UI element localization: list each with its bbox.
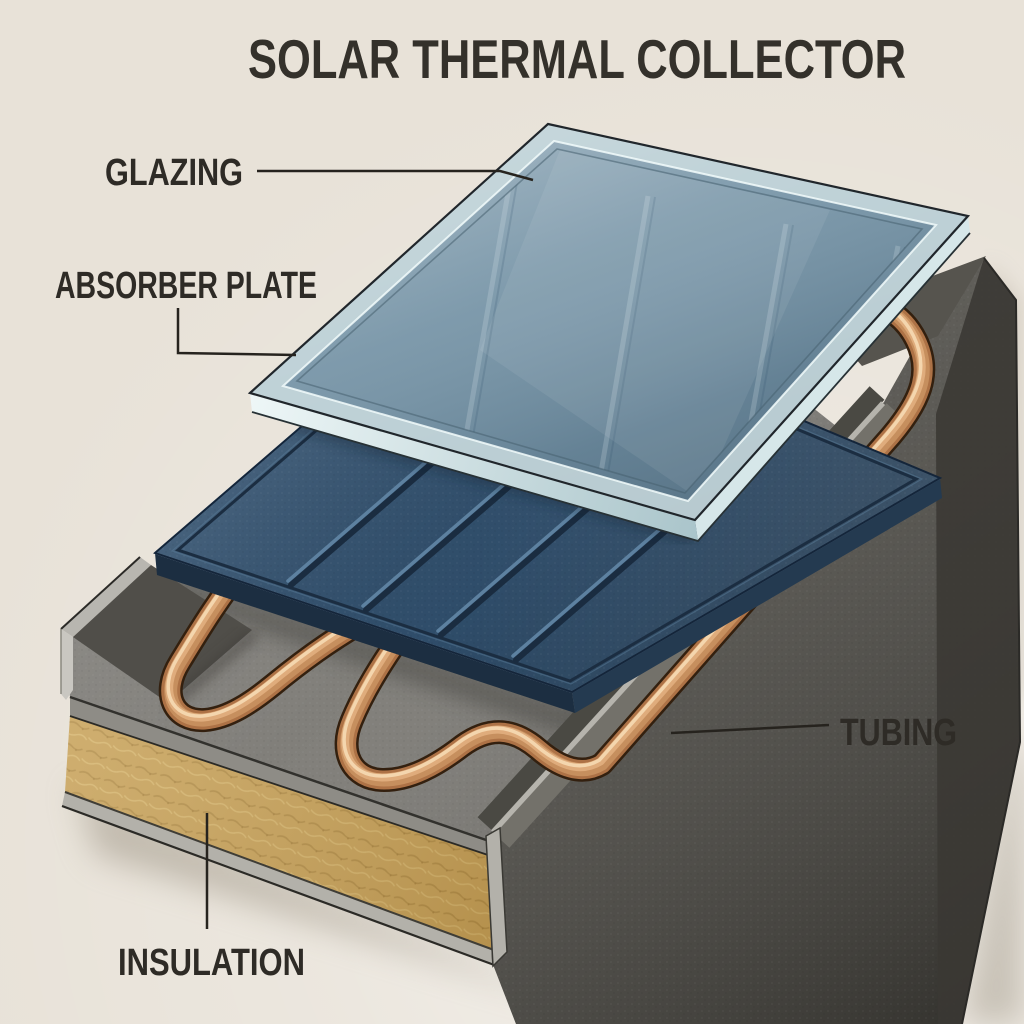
casing-bottom-trim (62, 792, 497, 966)
absorber-plate-leader-line (176, 308, 297, 357)
absorber-side-right (572, 478, 942, 713)
copper-tubing (158, 289, 936, 792)
glass-shading (250, 124, 968, 520)
tubing-u-bend-1 (158, 544, 394, 733)
casing-end-face (936, 258, 1020, 1024)
glass-bottom-outline (251, 232, 971, 543)
tubing-label: TUBING (840, 712, 957, 754)
glazing-leader-line (257, 169, 534, 182)
casing-outline (961, 257, 1022, 1024)
glazing-label: GLAZING (105, 152, 243, 194)
tubing-u-bend-2-and-outlet (334, 289, 936, 792)
cut-corner-strip (485, 826, 508, 968)
glass-thickness-left (250, 393, 698, 541)
glass-thickness-right (695, 216, 970, 541)
glass-sheen (480, 150, 830, 493)
glass-band-seam (295, 148, 924, 494)
absorber-side-left (155, 553, 575, 713)
glass-band-highlight (280, 139, 938, 503)
wall-outer-edge (61, 557, 151, 637)
glass-outline (247, 122, 971, 522)
leader-lines (176, 169, 830, 929)
absorber-plate-label: ABSORBER PLATE (55, 265, 317, 307)
glazing-panel (247, 122, 971, 543)
tubing-leader-line (670, 723, 830, 735)
labels: SOLAR THERMAL COLLECTOR GLAZING ABSORBER… (55, 28, 957, 984)
wall-cut-tip (61, 629, 73, 700)
insulation-label: INSULATION (118, 942, 305, 984)
diagram-title: SOLAR THERMAL COLLECTOR (248, 28, 906, 90)
floor-slab-edge (70, 697, 491, 856)
